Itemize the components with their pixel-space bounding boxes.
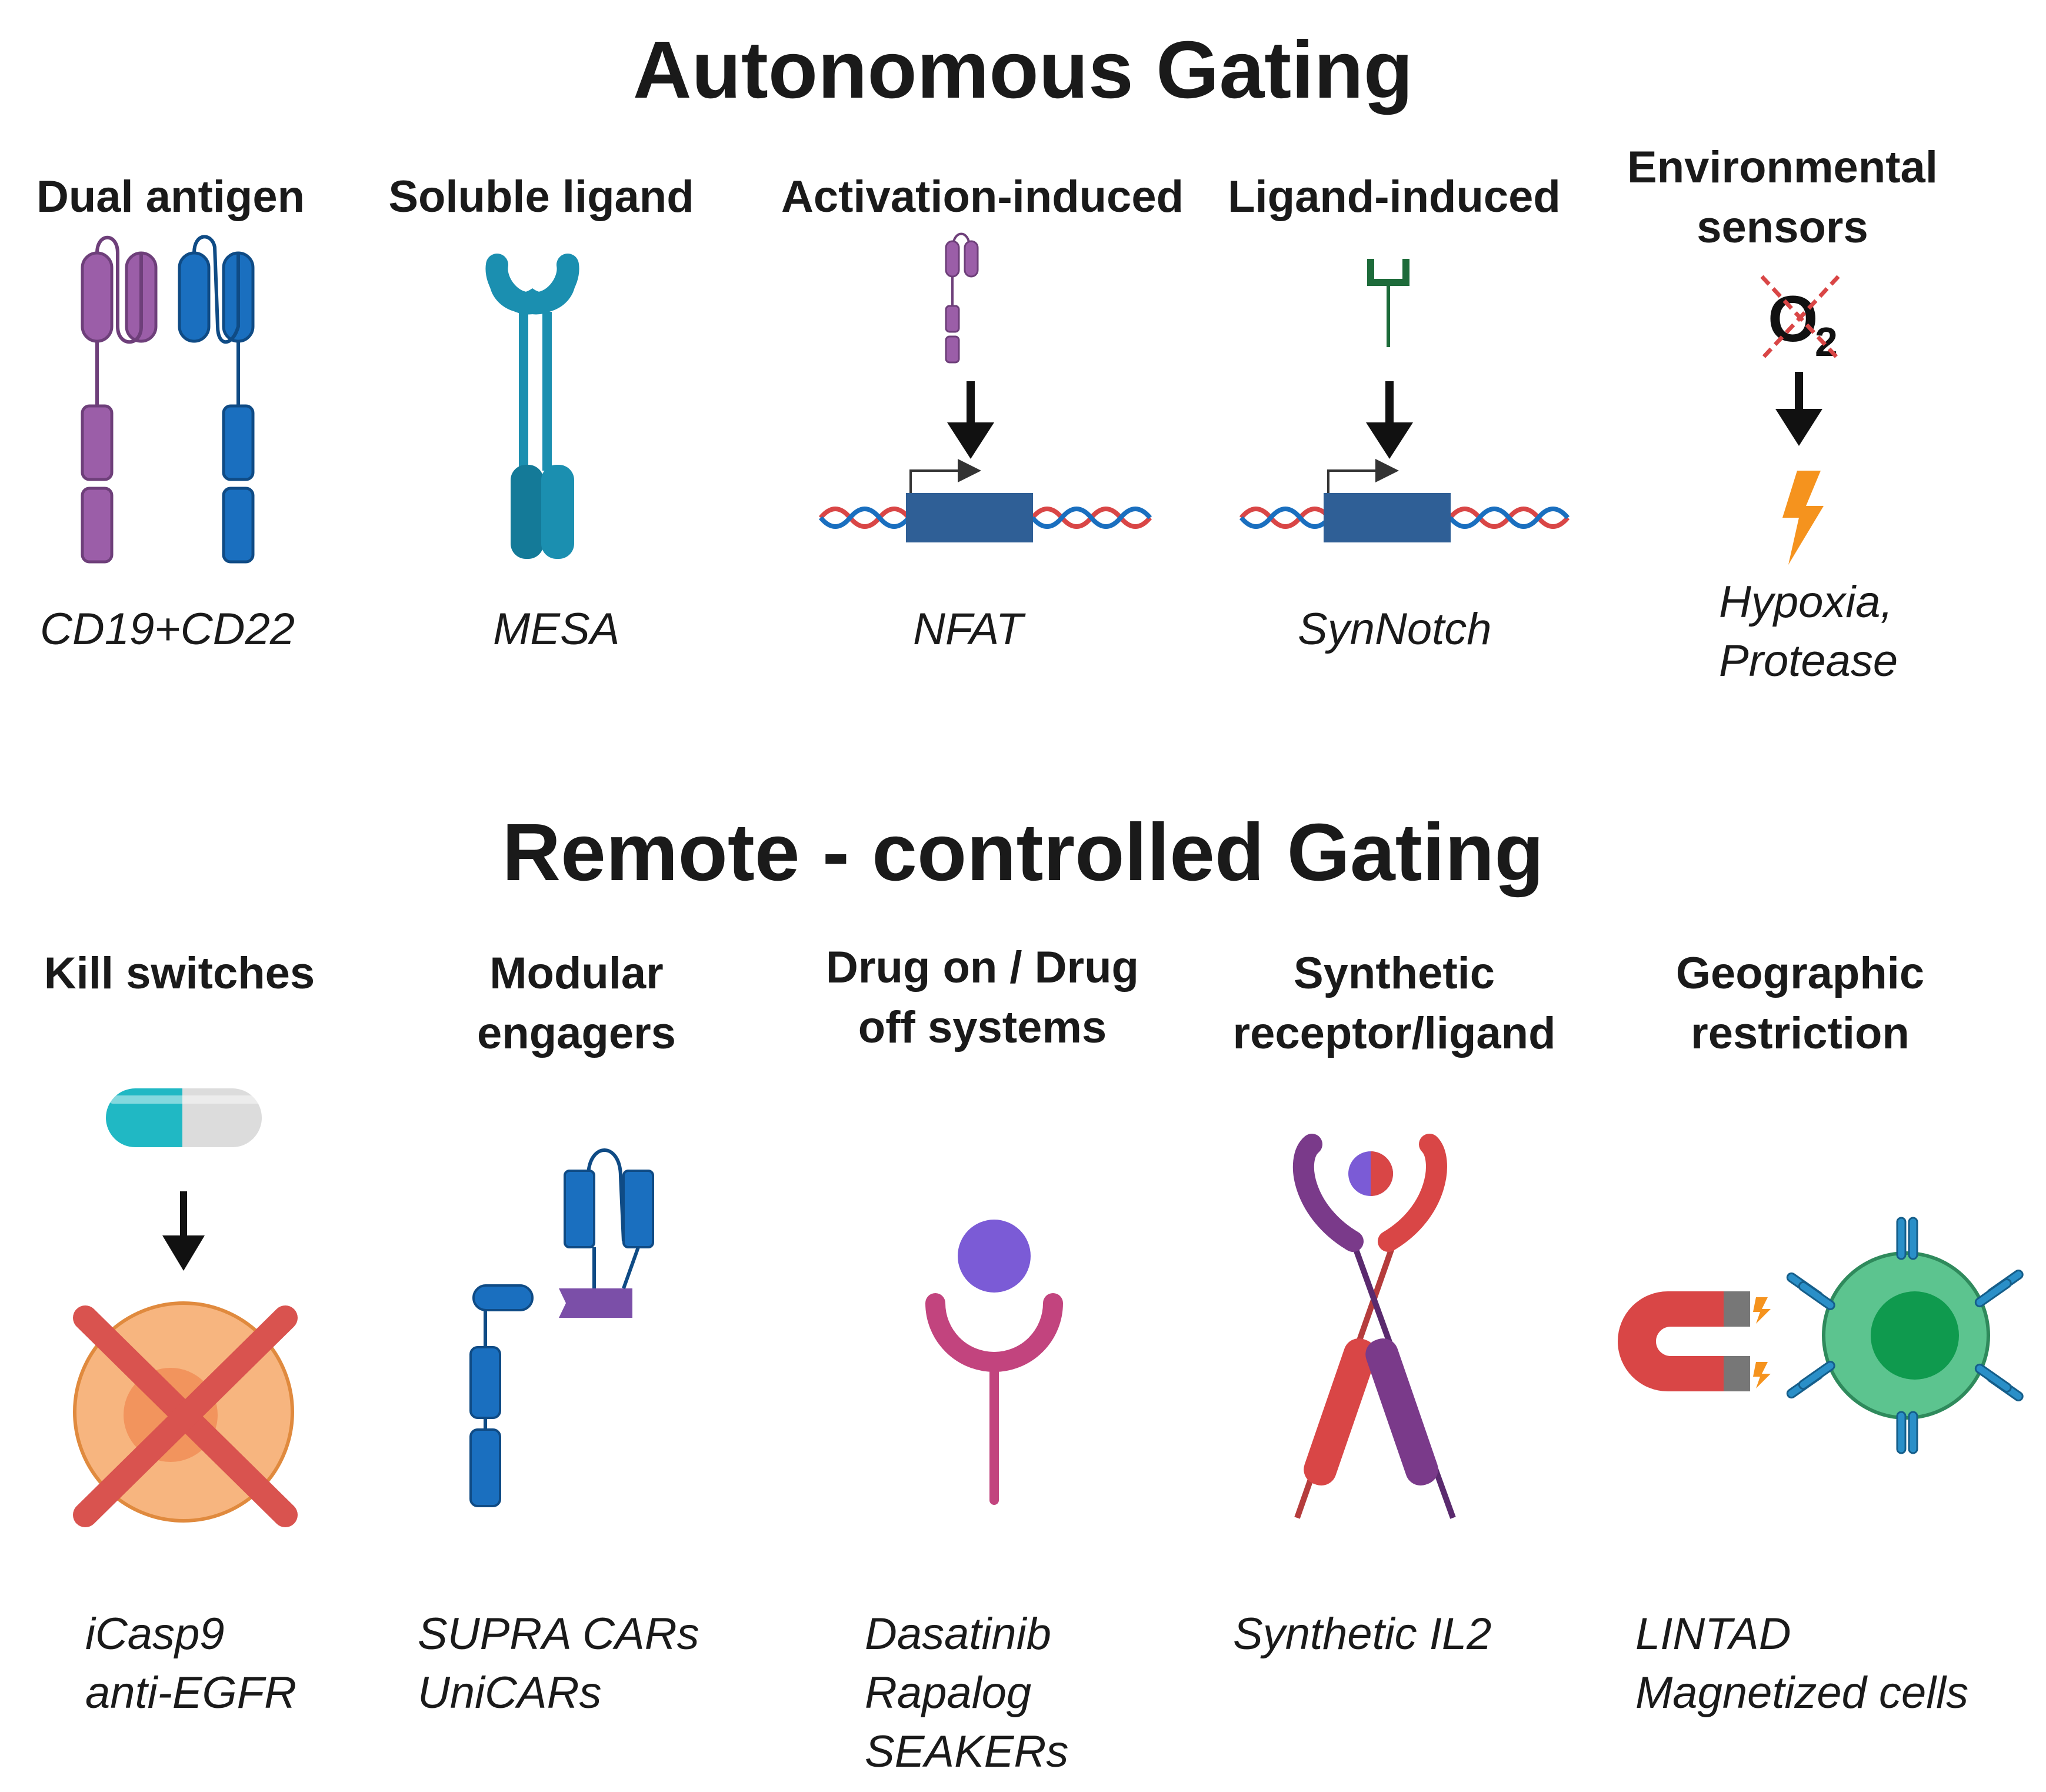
nfat-receptor-icon [945,232,979,364]
label-environmental-sensors: Environmental sensors [1627,142,1938,252]
example-hypoxia-protease: Hypoxia, Protease [1719,577,1898,686]
lightning-icon [1782,471,1824,565]
arrow-down-icon [1775,372,1822,446]
synnotch-receptor-icon [1367,259,1409,347]
mesa-receptor-icon [485,254,579,559]
pill-icon [106,1088,262,1147]
example-supra-cars: SUPRA CARs UniCARs [418,1609,699,1718]
dna-icon [818,459,1152,542]
example-nfat: NFAT [913,604,1024,654]
arrow-down-icon [1366,381,1413,459]
dead-cell-icon [73,1301,298,1527]
autonomous-gating-title: Autonomous Gating [632,25,1414,115]
magnet-icon [1618,1291,1771,1391]
label-soluble-ligand: Soluble ligand [388,172,694,222]
label-modular-engagers: Modular engagers [477,948,676,1058]
remote-gating-title: Remote - controlled Gating [502,807,1544,898]
label-dual-antigen: Dual antigen [36,172,305,222]
synthetic-il2-receptor-icon [1292,1134,1456,1519]
label-drug-on-off: Drug on / Drug off systems [826,942,1139,1052]
label-geographic-restriction: Geographic restriction [1675,948,1925,1058]
dna-icon [1239,459,1570,542]
magnetized-cell-icon [1786,1217,2024,1454]
example-synthetic-il2: Synthetic IL2 [1233,1609,1492,1659]
label-synthetic-receptor: Synthetic receptor/ligand [1232,948,1556,1058]
dual-antigen-receptor-icon [81,235,255,564]
example-synnotch: SynNotch [1298,604,1492,654]
svg-text:2: 2 [1815,319,1838,365]
label-kill-switches: Kill switches [44,948,315,998]
example-lintad: LINTAD Magnetized cells [1635,1609,1969,1718]
example-cd19-cd22: CD19+CD22 [40,604,295,654]
arrow-down-icon [162,1191,205,1271]
modular-engager-icon [469,1148,654,1507]
label-ligand-induced: Ligand-induced [1228,172,1561,222]
o2-crossed-icon: O 2 [1760,275,1840,365]
example-dasatinib: Dasatinib Rapalog SEAKERs [865,1609,1069,1777]
drug-receptor-icon [925,1220,1063,1505]
label-activation-induced: Activation-induced [781,172,1184,222]
arrow-down-icon [947,381,994,459]
example-icasp9: iCasp9 anti-EGFR [85,1609,296,1718]
example-mesa: MESA [493,604,620,654]
